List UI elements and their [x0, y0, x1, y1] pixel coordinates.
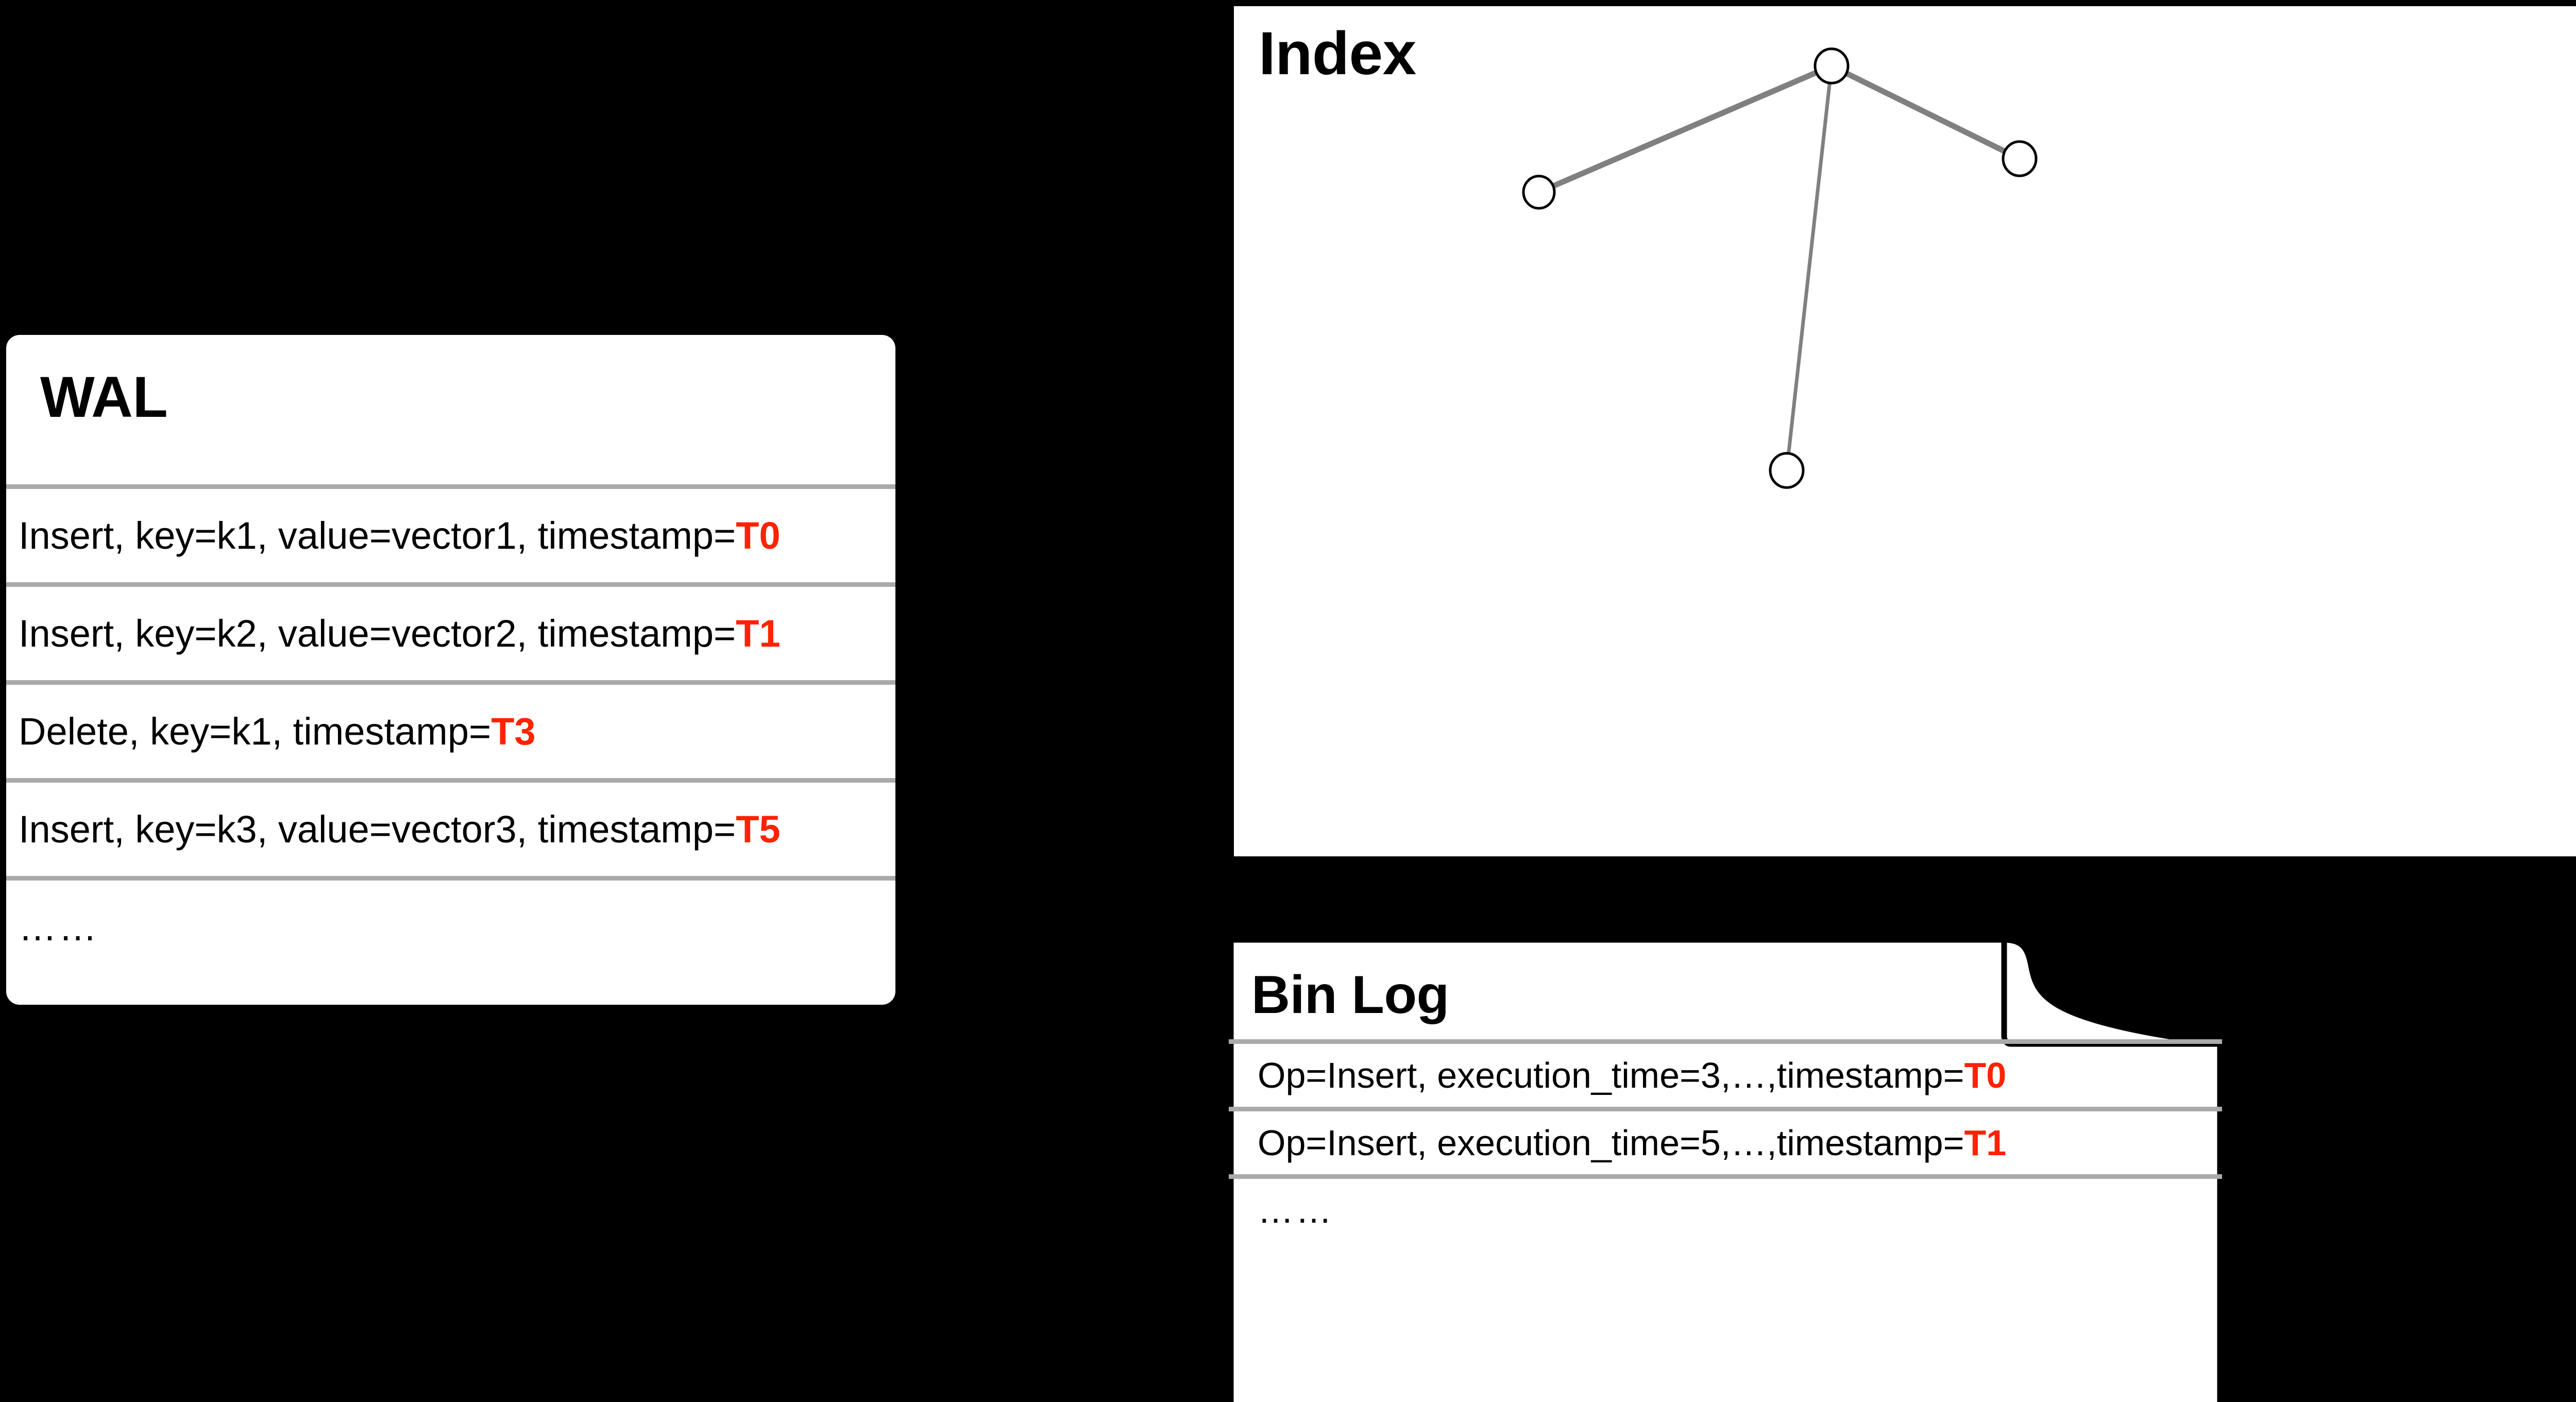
wal-row-text: Insert, key=k2, value=vector2, timestamp… — [19, 612, 781, 655]
wal-row-text: …… — [19, 908, 99, 947]
tree-edge-3 — [1845, 71, 2006, 154]
bin-log-row-text: Op=Insert, execution_time=5,…,timestamp=… — [1258, 1125, 2006, 1161]
folded-page-icon — [1228, 937, 2223, 1402]
tree-child-node-3 — [2002, 140, 2038, 177]
tree-edge-2 — [1787, 82, 1832, 454]
wal-row-label: Delete, key=k1, timestamp= — [19, 710, 492, 753]
tree-child-node-1 — [1522, 175, 1556, 210]
wal-row: Delete, key=k1, timestamp=T3 — [6, 680, 895, 778]
tree-nodes — [1522, 47, 2038, 489]
tree-child-node-2 — [1769, 452, 1805, 489]
bin-log-panel: Bin Log Op=Insert, execution_time=3,…,ti… — [1228, 937, 2223, 1402]
index-panel: Index k1, vector1, timestamp=T0…… …… — [1234, 6, 2576, 856]
bin-log-row-text: Op=Insert, execution_time=3,…,timestamp=… — [1258, 1057, 2006, 1093]
wal-row-text: Insert, key=k1, value=vector1, timestamp… — [19, 514, 781, 557]
bin-log-row-label: Op=Insert, execution_time=5,…,timestamp= — [1258, 1123, 1964, 1163]
wal-row-label: Insert, key=k3, value=vector3, timestamp… — [19, 807, 736, 851]
index-title: Index — [1259, 20, 1416, 88]
wal-row-timestamp: T3 — [491, 710, 536, 753]
bin-log-row: Op=Insert, execution_time=5,…,timestamp=… — [1229, 1107, 2222, 1174]
tree-edge-1 — [1552, 70, 1818, 189]
index-tree-graph — [1522, 47, 2038, 489]
bin-log-row: Op=Insert, execution_time=3,…,timestamp=… — [1229, 1039, 2222, 1107]
wal-row-label: …… — [19, 905, 99, 949]
wal-row-timestamp: T5 — [736, 807, 781, 851]
tree-root-node — [1814, 47, 1850, 85]
bin-log-row-text: …… — [1258, 1192, 1334, 1228]
wal-row-timestamp: T1 — [736, 612, 781, 655]
wal-row: Insert, key=k3, value=vector3, timestamp… — [6, 778, 895, 876]
wal-row: Insert, key=k2, value=vector2, timestamp… — [6, 582, 895, 680]
tree-edges — [1552, 70, 2006, 454]
bin-log-row-label: …… — [1258, 1190, 1334, 1230]
bin-log-row-timestamp: T1 — [1964, 1123, 2007, 1163]
wal-row-list: Insert, key=k1, value=vector1, timestamp… — [6, 484, 895, 974]
bin-log-row-list: Op=Insert, execution_time=3,…,timestamp=… — [1229, 1039, 2222, 1242]
wal-panel: WAL Insert, key=k1, value=vector1, times… — [6, 335, 895, 1005]
bin-log-row-label: Op=Insert, execution_time=3,…,timestamp= — [1258, 1055, 1964, 1095]
wal-row-label: Insert, key=k1, value=vector1, timestamp… — [19, 514, 736, 557]
wal-row: …… — [6, 876, 895, 974]
wal-title: WAL — [40, 365, 168, 429]
bin-log-row-timestamp: T0 — [1964, 1055, 2007, 1095]
wal-row-label: Insert, key=k2, value=vector2, timestamp… — [19, 612, 736, 655]
wal-row: Insert, key=k1, value=vector1, timestamp… — [6, 484, 895, 582]
bin-log-row: …… — [1229, 1174, 2222, 1242]
wal-row-timestamp: T0 — [736, 514, 781, 557]
wal-row-text: Delete, key=k1, timestamp=T3 — [19, 710, 536, 753]
wal-row-text: Insert, key=k3, value=vector3, timestamp… — [19, 810, 781, 849]
bin-log-title: Bin Log — [1251, 965, 1449, 1025]
